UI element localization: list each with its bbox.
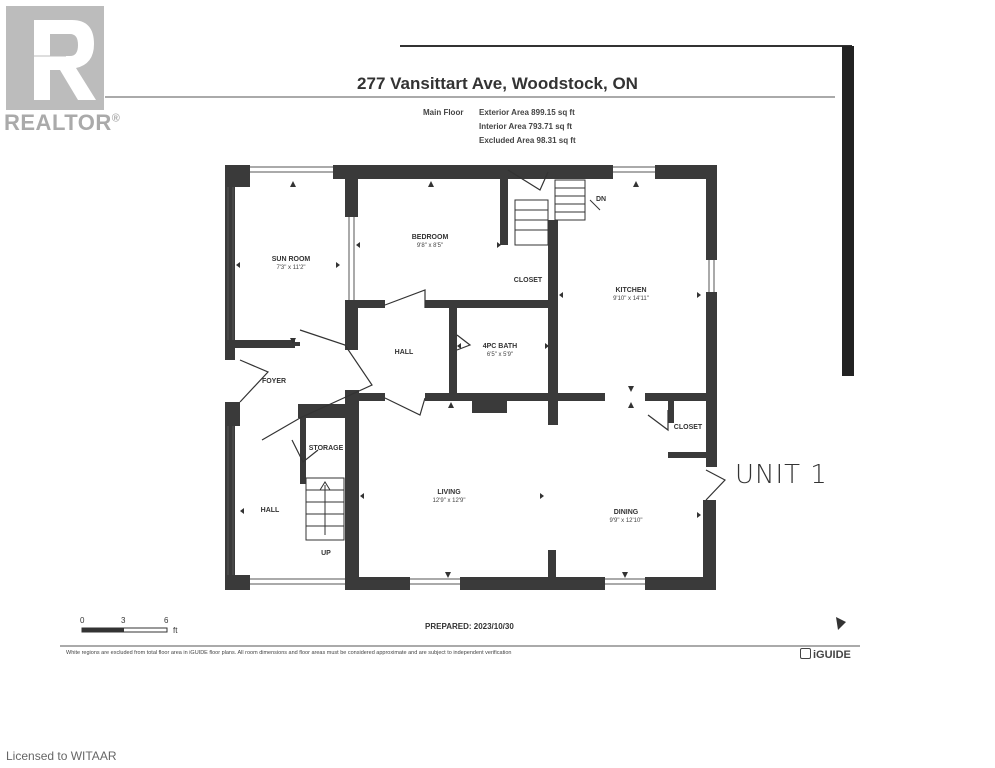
room-dims-bedroom: 9'8" x 8'5" — [417, 243, 443, 249]
handwritten-unit-label: UNIT 1 — [735, 460, 828, 490]
stairs-up-label: UP — [321, 550, 331, 557]
wall-east-upper — [706, 165, 717, 260]
wall-south-a — [345, 577, 410, 590]
wall-hall-south-b — [425, 393, 605, 401]
bath-door — [456, 334, 472, 351]
wall-bed-closet — [500, 165, 508, 245]
floor-label: Main Floor — [423, 108, 464, 117]
room-label-kitchen: KITCHEN — [615, 287, 646, 294]
room-label-closet-right: CLOSET — [674, 424, 703, 431]
interior-area: Interior Area 793.71 sq ft — [479, 122, 573, 131]
room-dims-bath: 6'5" x 5'9" — [487, 352, 513, 358]
wall-storage-top — [298, 404, 348, 418]
hall-door-bottom — [384, 397, 426, 416]
wall-hall-south-a — [345, 393, 385, 401]
scan-border — [105, 45, 852, 98]
storage-door — [291, 439, 319, 463]
wall-north-kitchen-a — [548, 165, 613, 179]
room-dims-living: 12'9" x 12'9" — [433, 498, 466, 504]
wall-living-dining-stub — [548, 550, 556, 580]
scale-unit: ft — [173, 626, 178, 635]
footer-rule — [60, 645, 860, 647]
wall-living-west — [345, 390, 359, 590]
stairs-up — [305, 477, 345, 541]
exterior-area: Exterior Area 899.15 sq ft — [479, 108, 575, 117]
license-watermark: Licensed to WITAAR — [6, 749, 117, 763]
stair-door — [507, 169, 549, 191]
closet-door — [647, 410, 669, 432]
room-label-hall-left: HALL — [261, 507, 280, 514]
room-label-closet-top: CLOSET — [514, 277, 543, 284]
realtor-logo-mark — [6, 6, 104, 110]
room-label-living: LIVING — [437, 489, 461, 496]
realtor-r-icon — [26, 20, 96, 100]
wall-kitchen-south — [645, 393, 707, 401]
room-label-hall-center: HALL — [395, 349, 414, 356]
wall-north-kitchen-b — [655, 165, 717, 179]
iguide-brand: iGUIDE — [800, 648, 851, 661]
room-label-sunroom: SUN ROOM — [272, 256, 311, 263]
chimney — [472, 393, 507, 413]
room-label-foyer: FOYER — [262, 378, 286, 385]
scan-edge — [842, 46, 854, 376]
room-dims-sunroom: 7'3" x 11'2" — [276, 265, 305, 271]
prepared-date: PREPARED: 2023/10/30 — [425, 622, 514, 631]
room-dims-dining: 9'9" x 12'10" — [610, 518, 643, 524]
stairs-down — [514, 179, 601, 246]
wall-corner-sw — [225, 575, 250, 590]
north-arrow-icon — [836, 617, 846, 630]
room-label-bath: 4PC BATH — [483, 343, 517, 350]
room-label-storage: STORAGE — [309, 445, 344, 452]
wall-closet-right — [668, 393, 674, 423]
wall-east-mid — [706, 292, 717, 467]
hall-door-top — [384, 289, 426, 308]
room-dims-kitchen: 9'10" x 14'11" — [613, 296, 649, 302]
scale-tick-6: 6 — [164, 616, 169, 625]
wall-sunroom-bed-lower — [345, 300, 358, 350]
stairs-down-label: DN — [596, 196, 606, 203]
wall-kitchen-west — [548, 220, 558, 425]
wall-west-lower — [225, 402, 235, 590]
iguide-icon — [800, 648, 811, 659]
wall-bed-south-b — [425, 300, 550, 308]
wall-bed-south-a — [345, 300, 385, 308]
excluded-area: Excluded Area 98.31 sq ft — [479, 136, 576, 145]
scale-bar — [81, 627, 168, 633]
disclaimer-text: White regions are excluded from total fl… — [66, 650, 512, 656]
page-title: 277 Vansittart Ave, Woodstock, ON — [357, 74, 638, 93]
scale-tick-0: 0 — [80, 616, 85, 625]
wall-north-mid — [333, 165, 558, 179]
wall-west-upper — [225, 165, 235, 360]
dining-door — [705, 469, 726, 501]
scale-tick-3: 3 — [121, 616, 126, 625]
wall-bath-west — [449, 308, 457, 393]
foyer-door-west — [239, 359, 270, 403]
foyer-outline — [261, 329, 373, 441]
wall-sunroom-bed-upper — [345, 165, 358, 217]
room-label-dining: DINING — [614, 509, 639, 516]
room-label-bedroom: BEDROOM — [412, 234, 449, 241]
realtor-wordmark: REALTOR® — [4, 110, 121, 135]
wall-east-lower — [703, 500, 716, 590]
wall-south-b — [460, 577, 605, 590]
wall-south-c — [645, 577, 715, 590]
